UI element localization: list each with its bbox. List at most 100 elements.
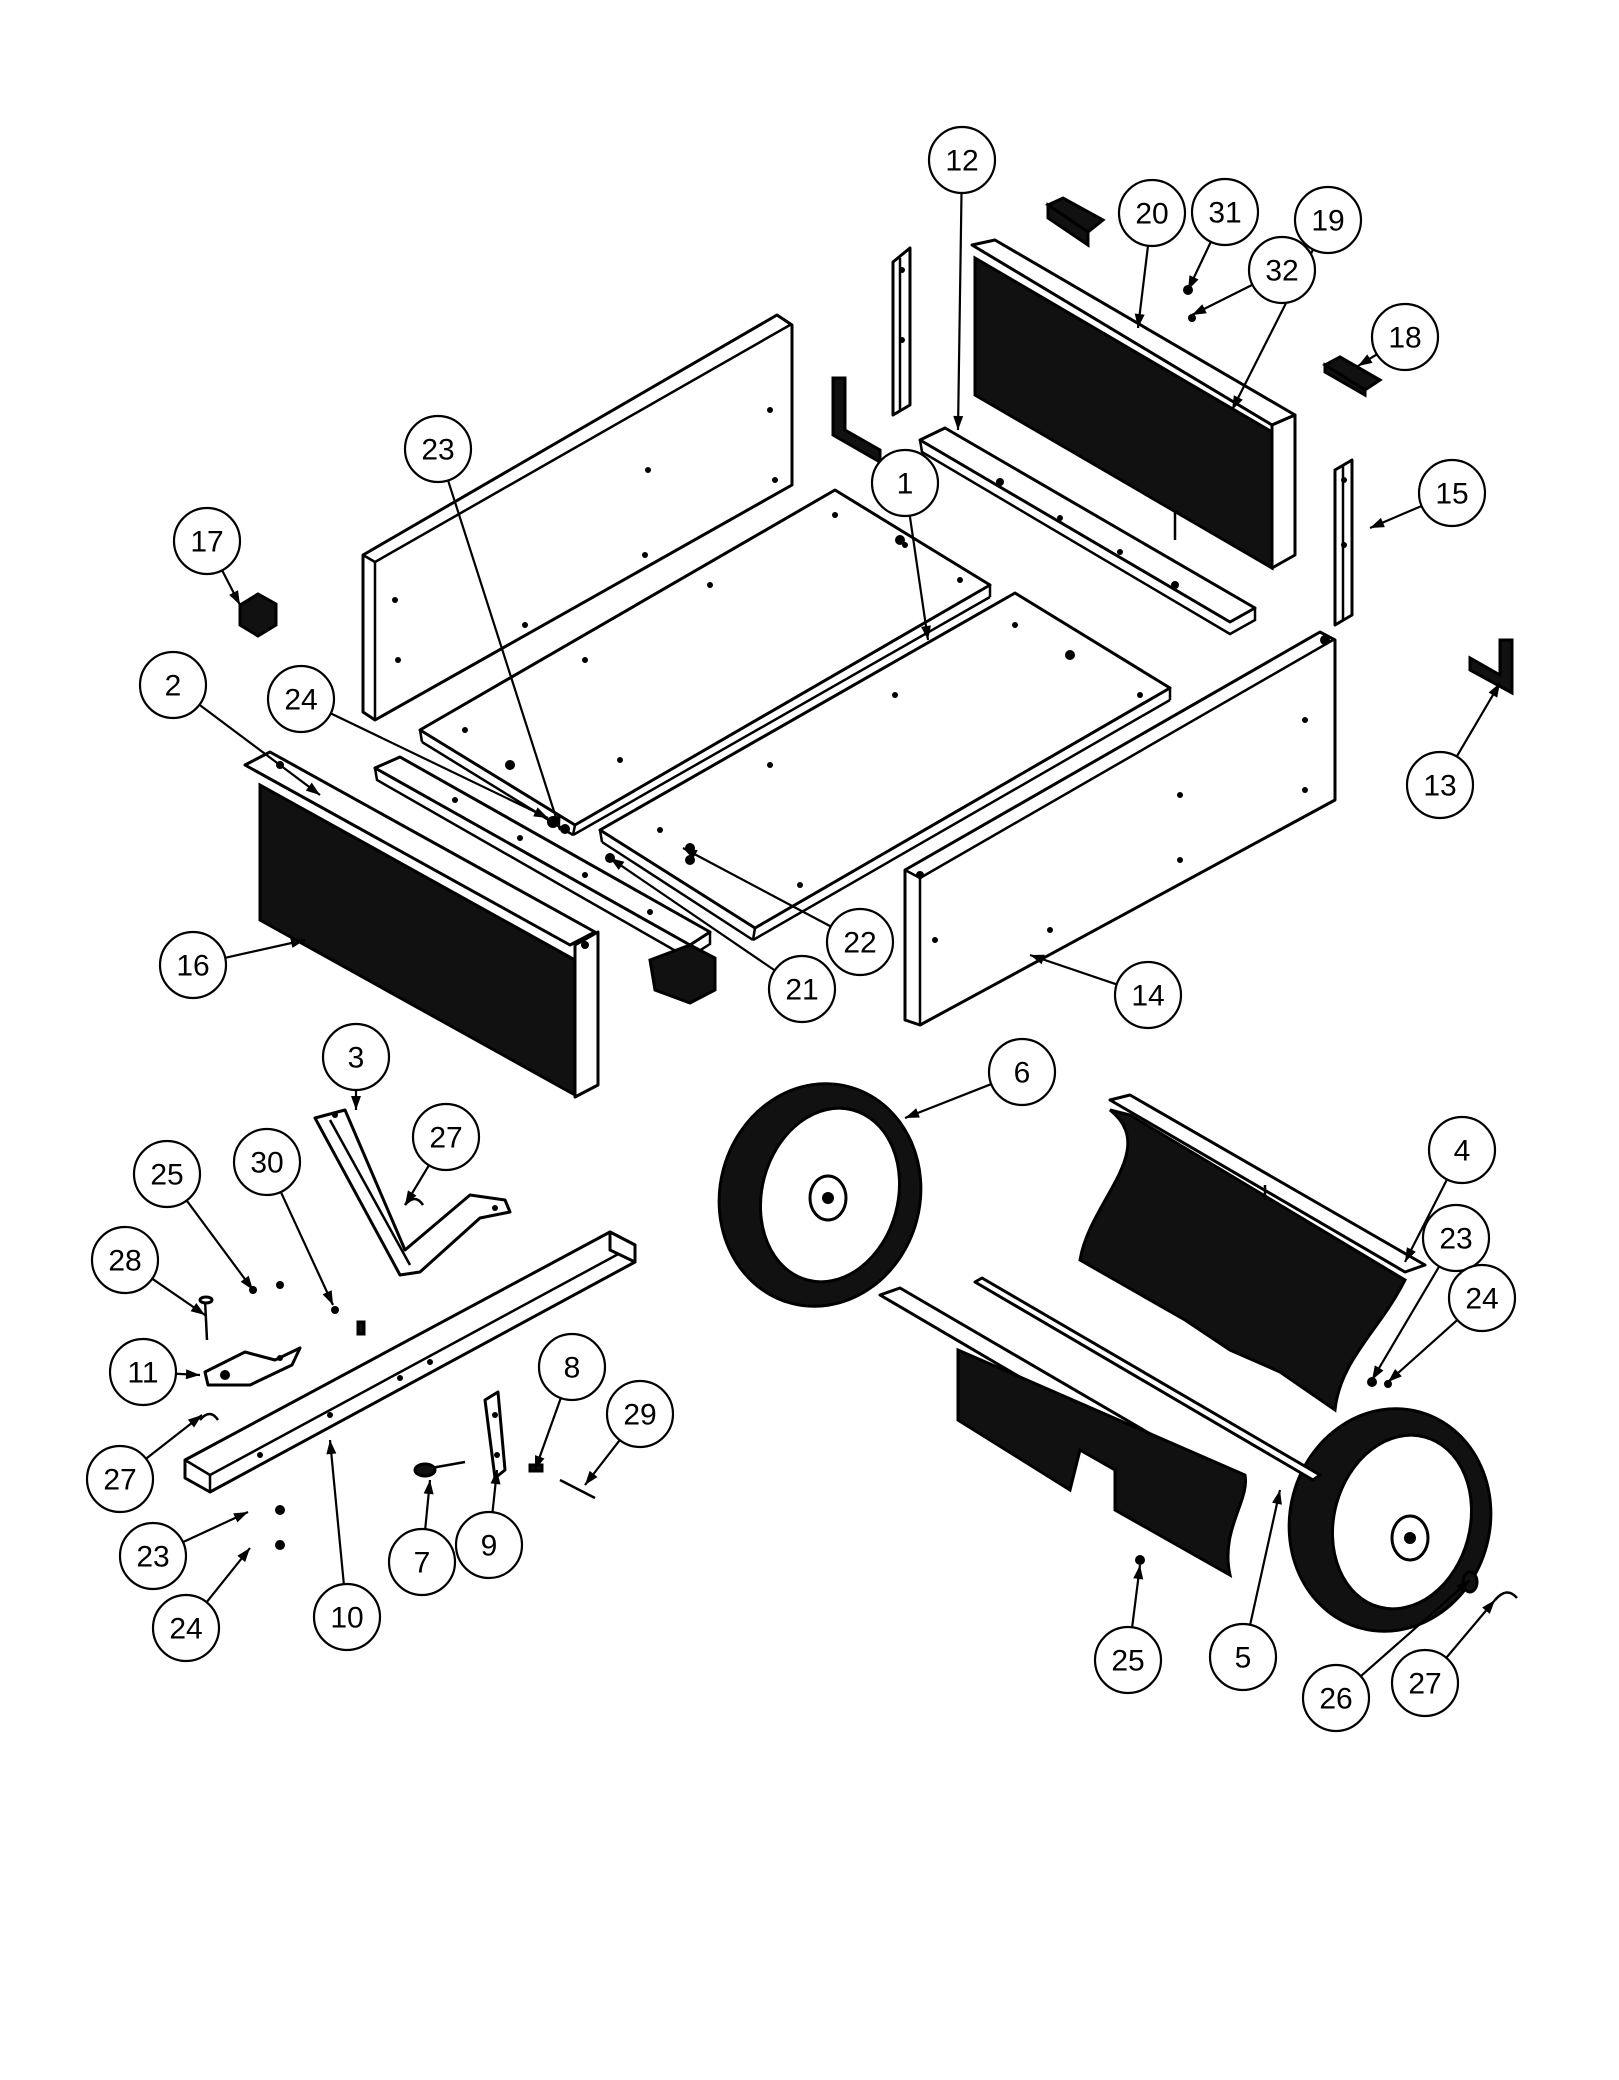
leader-line — [328, 1439, 345, 1585]
leader-arrowhead — [953, 415, 964, 430]
leader-line — [1249, 1489, 1282, 1626]
callout-29: 29 — [584, 1379, 675, 1486]
clevis-pin-28 — [203, 1299, 209, 1341]
leader-arrowhead — [1372, 1365, 1384, 1380]
callout-bubble — [85, 1444, 155, 1514]
spacer — [356, 1320, 366, 1336]
callout-number: 25 — [150, 1159, 183, 1192]
callout-number: 22 — [843, 927, 876, 960]
callout-number: 9 — [481, 1530, 498, 1563]
leader-line — [1387, 1319, 1459, 1383]
callout-1: 1 — [870, 448, 940, 641]
callout-bubble — [138, 650, 208, 720]
cotter-pin-27-left — [199, 1412, 220, 1421]
callout-14: 14 — [1029, 953, 1183, 1030]
callout-bubble — [927, 125, 997, 195]
plastic-cap-18 — [1322, 355, 1383, 398]
bolt-29 — [559, 1478, 596, 1500]
callout-number: 8 — [564, 1352, 581, 1385]
callout-24: 24 — [266, 664, 549, 819]
leader-arrowhead — [290, 938, 305, 948]
leader-line — [904, 1083, 992, 1120]
callout-15: 15 — [1369, 458, 1487, 530]
leader-arrowhead — [423, 1480, 434, 1495]
callout-number: 24 — [169, 1613, 202, 1646]
rear-cross-channel — [918, 426, 1257, 636]
leader-arrowhead — [405, 1190, 417, 1205]
callout-bubble — [1190, 177, 1260, 247]
callout-2: 2 — [138, 650, 321, 796]
callout-27: 27 — [404, 1102, 481, 1206]
leader-line — [330, 712, 549, 819]
callout-23: 23 — [1371, 1203, 1491, 1381]
callout-number: 30 — [250, 1147, 283, 1180]
callout-31: 31 — [1187, 177, 1260, 291]
leader-arrowhead — [1370, 517, 1385, 528]
callout-bubble — [118, 1521, 188, 1591]
callout-bubble — [1293, 185, 1363, 255]
leader-arrowhead — [1456, 1580, 1470, 1594]
callout-bubble — [1421, 1203, 1491, 1273]
callout-bubble — [132, 1139, 202, 1209]
floor-panel-front — [598, 591, 1172, 942]
callout-bubble — [232, 1127, 302, 1197]
callout-bubble — [411, 1102, 481, 1172]
plastic-cap-front — [648, 943, 717, 1005]
callout-number: 24 — [284, 684, 317, 717]
callout-24: 24 — [151, 1547, 251, 1663]
callout-number: 23 — [1439, 1223, 1472, 1256]
leader-arrowhead — [187, 1415, 202, 1428]
leader-arrowhead — [535, 1455, 545, 1470]
wheel-upper — [717, 1082, 923, 1308]
leader-arrowhead — [490, 1470, 501, 1485]
callout-bubble — [1208, 1622, 1278, 1692]
callout-25: 25 — [1093, 1564, 1163, 1695]
callout-22: 22 — [682, 847, 895, 977]
callout-number: 27 — [429, 1122, 462, 1155]
callout-27: 27 — [1390, 1599, 1496, 1718]
callout-number: 20 — [1135, 198, 1168, 231]
plastic-cap-top — [1044, 196, 1106, 248]
callout-5: 5 — [1208, 1489, 1282, 1692]
callout-bubble — [90, 1225, 160, 1295]
callout-8: 8 — [533, 1332, 607, 1471]
callout-bubble — [1405, 750, 1475, 820]
callout-bubble — [537, 1332, 607, 1402]
callout-25: 25 — [132, 1139, 254, 1291]
callout-bubble — [1447, 1263, 1517, 1333]
callout-21: 21 — [609, 857, 837, 1024]
callout-bubble — [1247, 235, 1317, 305]
callout-bubble — [605, 1379, 675, 1449]
callout-bubble — [266, 664, 336, 734]
callout-layer: 1234567891011121314151617181920212223232… — [85, 125, 1517, 1733]
callout-bubble — [108, 1337, 178, 1407]
leader-arrowhead — [185, 1369, 200, 1380]
callout-number: 28 — [108, 1245, 141, 1278]
callout-number: 11 — [127, 1357, 158, 1390]
corner-bracket-13 — [1468, 638, 1514, 696]
washer-24-right — [1384, 1380, 1392, 1388]
callout-32: 32 — [1191, 235, 1317, 316]
callout-number: 2 — [165, 670, 182, 703]
leader-arrowhead — [1188, 275, 1199, 290]
callout-number: 25 — [1111, 1645, 1144, 1678]
leader-line — [682, 847, 832, 928]
leader-arrowhead — [229, 590, 240, 605]
washer-24-lower — [275, 1540, 285, 1550]
leader-line — [609, 857, 776, 972]
leader-arrowhead — [905, 1108, 920, 1118]
callout-bubble — [158, 930, 228, 1000]
leader-line — [1371, 1265, 1441, 1381]
bolt-25b — [276, 1281, 284, 1289]
callout-number: 16 — [176, 950, 209, 983]
callout-number: 1 — [897, 468, 914, 501]
callout-bubble — [1113, 960, 1183, 1030]
callout-bubble — [151, 1593, 221, 1663]
callout-bubble — [312, 1582, 382, 1652]
callout-11: 11 — [108, 1337, 201, 1407]
corner-bracket-rear-l — [831, 376, 882, 465]
callout-number: 27 — [103, 1464, 136, 1497]
leader-arrowhead — [1482, 1600, 1495, 1614]
callout-number: 32 — [1265, 255, 1298, 288]
callout-number: 27 — [1408, 1668, 1441, 1701]
